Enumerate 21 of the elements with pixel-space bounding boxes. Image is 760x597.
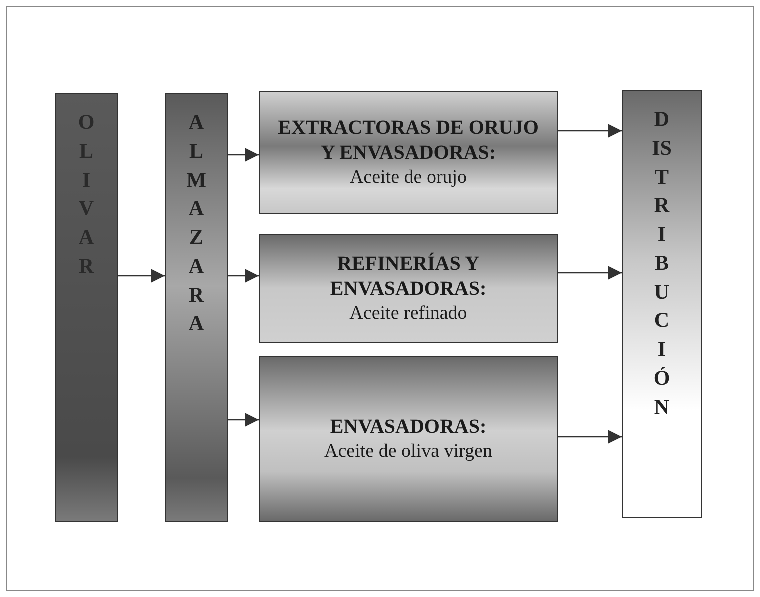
stage-column	[165, 93, 228, 522]
box-heading: EXTRACTORAS DE ORUJO Y ENVASADORAS:	[277, 116, 540, 166]
arrow	[558, 124, 622, 138]
vertical-label: DISTRIBUCIÓN	[652, 106, 672, 421]
process-box	[259, 234, 558, 343]
stage-column	[55, 93, 118, 522]
process-box	[259, 356, 558, 522]
arrow	[558, 430, 622, 444]
process-box	[259, 91, 558, 214]
arrow	[228, 148, 259, 162]
box-heading: REFINERÍAS Y ENVASADORAS:	[329, 252, 488, 302]
box-heading: ENVASADORAS:	[330, 414, 487, 440]
arrow	[558, 266, 622, 280]
arrow	[228, 413, 259, 427]
box-subtitle: Aceite refinado	[350, 302, 468, 326]
arrow	[118, 269, 165, 283]
arrow	[228, 269, 259, 283]
box-subtitle: Aceite de orujo	[350, 166, 468, 190]
vertical-label: ALMAZARA	[186, 109, 207, 338]
stage-column	[622, 90, 702, 518]
box-subtitle: Aceite de oliva virgen	[324, 440, 492, 464]
